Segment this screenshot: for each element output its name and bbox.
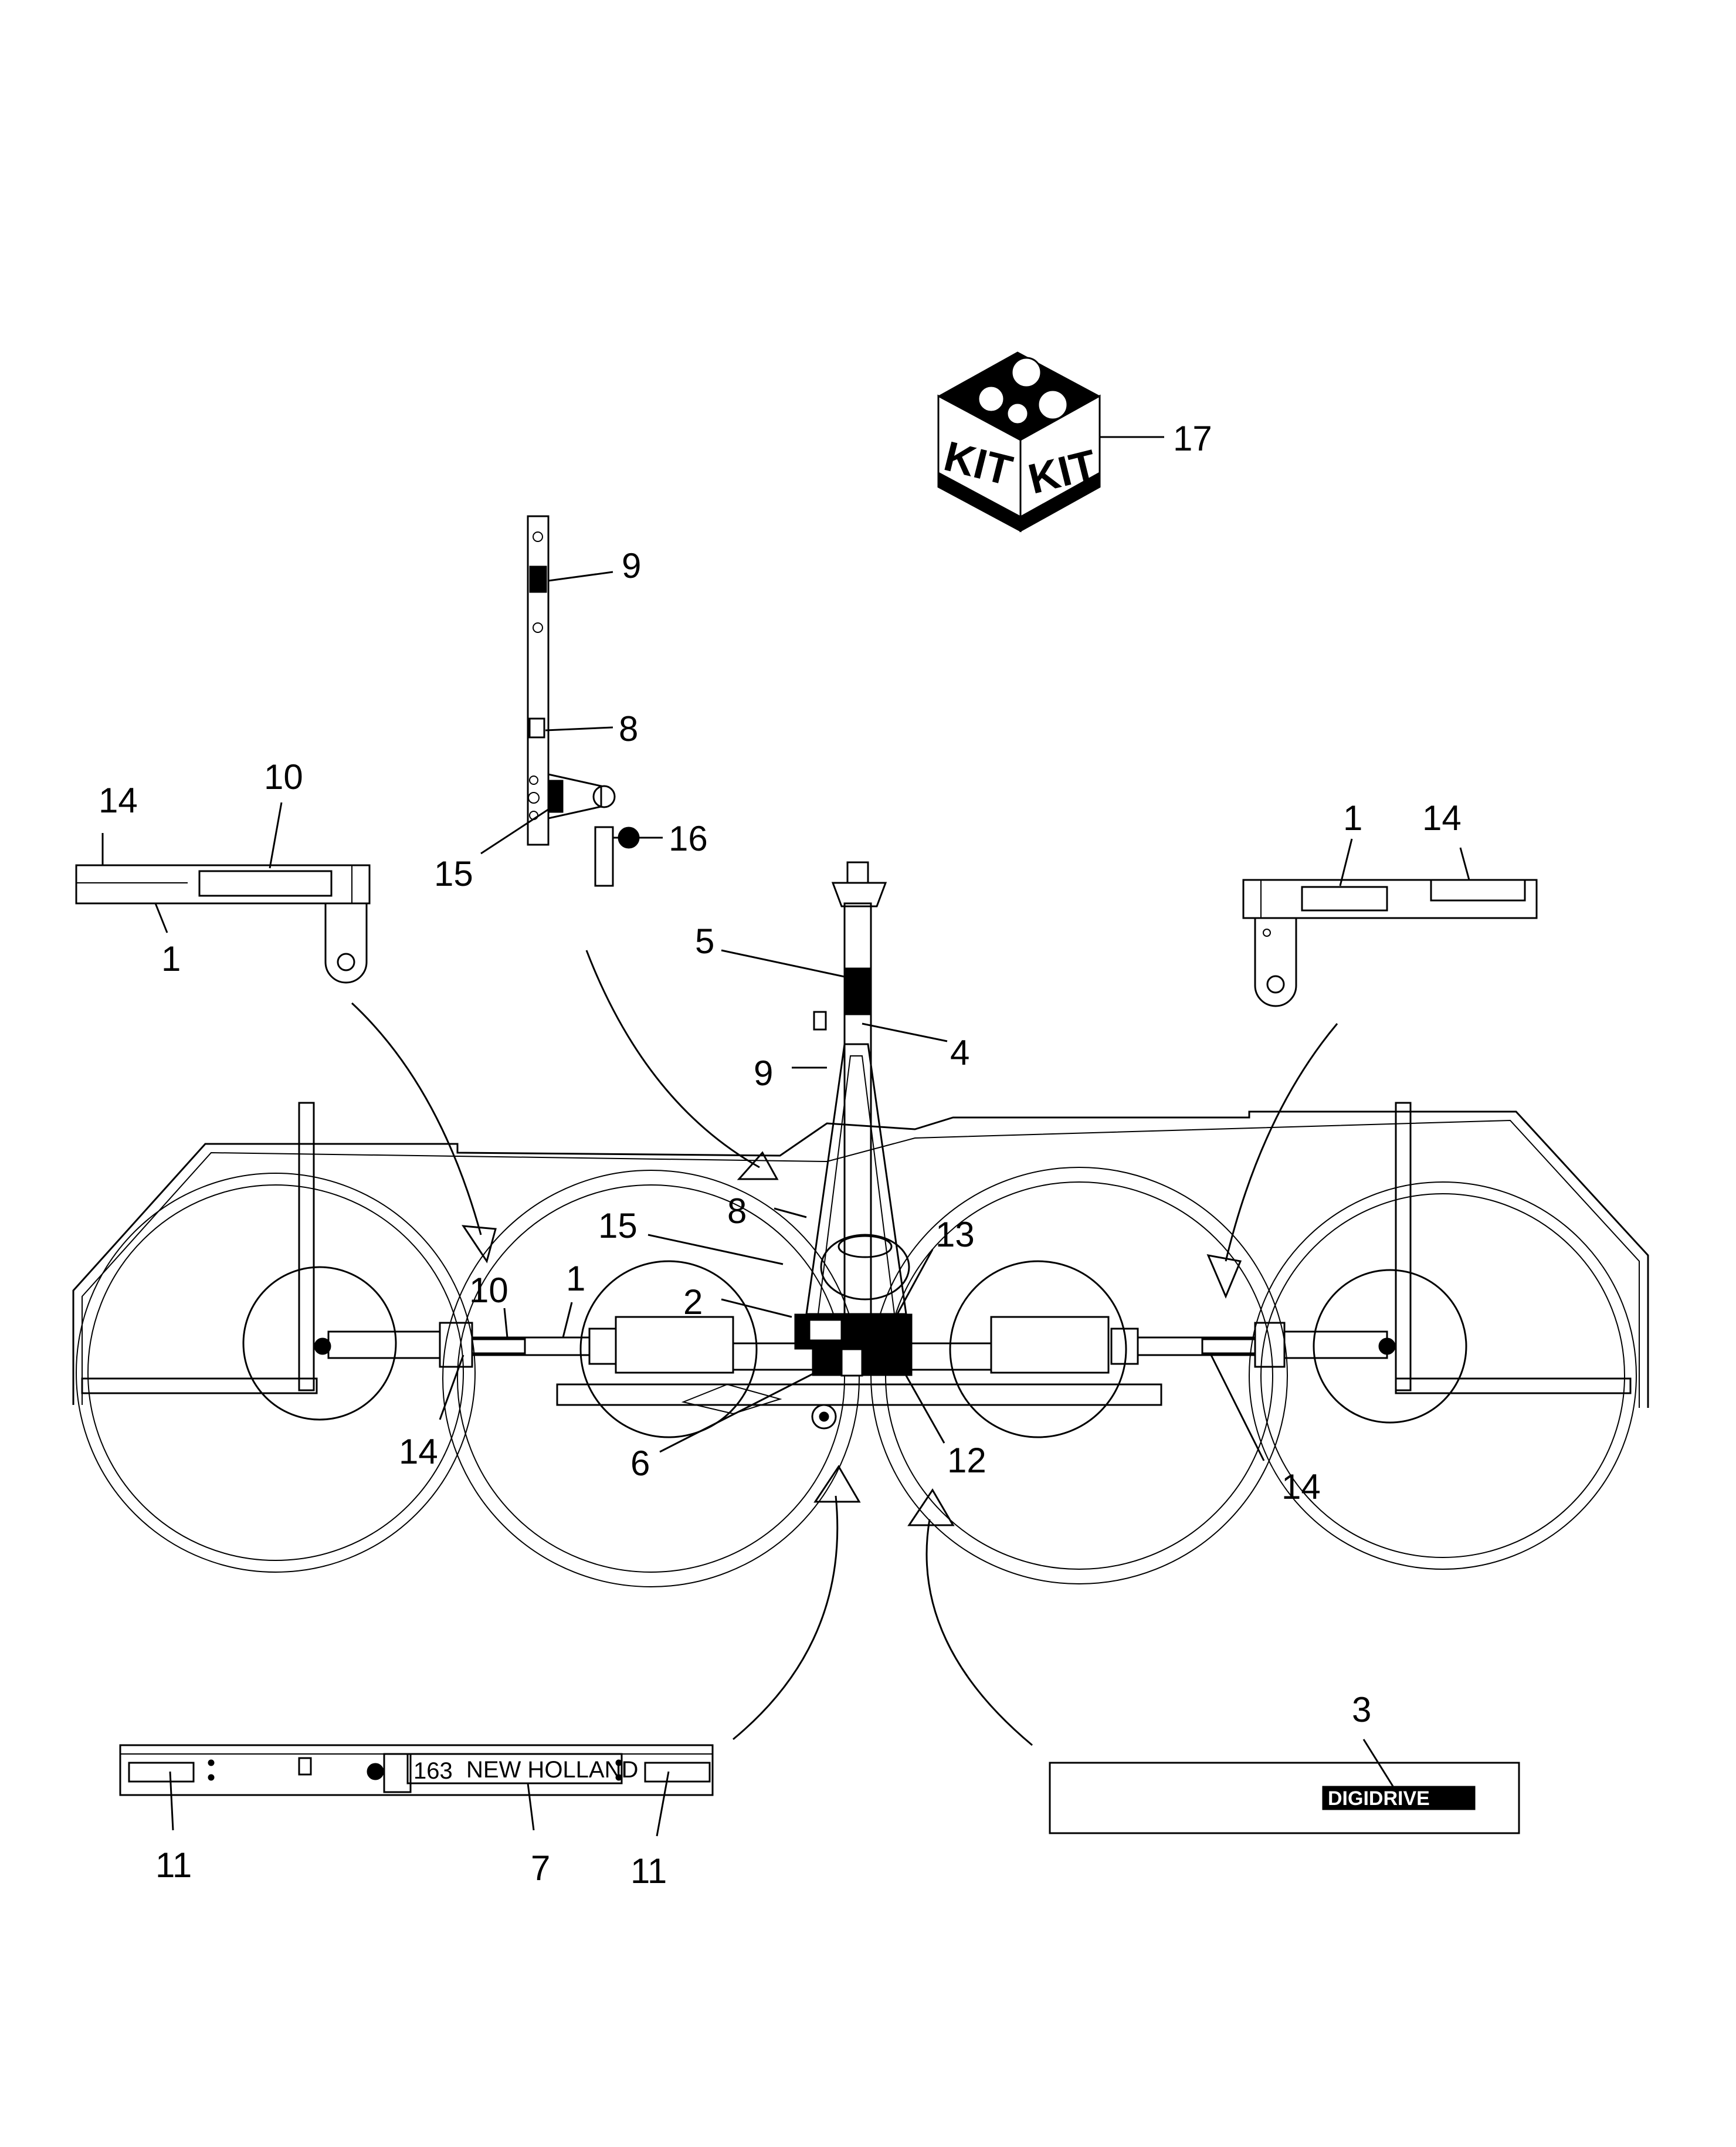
callout-12: 12 [947, 1441, 986, 1480]
digidrive-panel: DIGIDRIVE [1049, 1762, 1520, 1834]
callout-1-right: 1 [1343, 798, 1362, 838]
callout-13: 13 [935, 1215, 975, 1254]
front-shield-panel: 163 NEW HOLLAND [119, 1744, 714, 1796]
kit-box: KIT KIT [937, 351, 1164, 533]
callout-11-left: 11 [155, 1845, 192, 1885]
callout-11-right: 11 [630, 1851, 667, 1891]
mower-assembly [72, 861, 1649, 1587]
callout-14-main-left: 14 [399, 1432, 438, 1471]
assembly-arrows [351, 950, 1338, 1746]
callout-14-left: 14 [99, 781, 138, 820]
right-arm-detail [1242, 879, 1538, 1007]
callout-10-left: 10 [264, 757, 303, 797]
callout-9-top: 9 [622, 546, 641, 585]
callout-3: 3 [1352, 1690, 1371, 1729]
callout-4: 4 [950, 1033, 969, 1072]
callout-7: 7 [531, 1848, 550, 1888]
callout-15-top: 15 [434, 854, 473, 893]
callout-1-left: 1 [161, 939, 181, 978]
callout-16: 16 [669, 819, 708, 858]
callout-2: 2 [683, 1282, 703, 1322]
callout-6: 6 [630, 1444, 650, 1483]
callout-5: 5 [695, 922, 714, 961]
callout-14-main-right: 14 [1281, 1467, 1321, 1506]
callout-8-top: 8 [619, 709, 638, 749]
left-arm-detail [75, 864, 371, 984]
callout-15-main: 15 [598, 1206, 638, 1245]
callout-10-main: 10 [469, 1271, 508, 1310]
callout-14-right: 14 [1422, 798, 1462, 838]
callout-17: 17 [1173, 419, 1212, 458]
brand-decal: NEW HOLLAND [466, 1757, 638, 1783]
callout-8-main: 8 [727, 1191, 747, 1231]
callout-1-main: 1 [566, 1259, 585, 1298]
callout-9-main: 9 [754, 1054, 773, 1093]
digidrive-logo: DIGIDRIVE [1328, 1787, 1430, 1810]
model-number-decal: 163 [413, 1758, 453, 1784]
